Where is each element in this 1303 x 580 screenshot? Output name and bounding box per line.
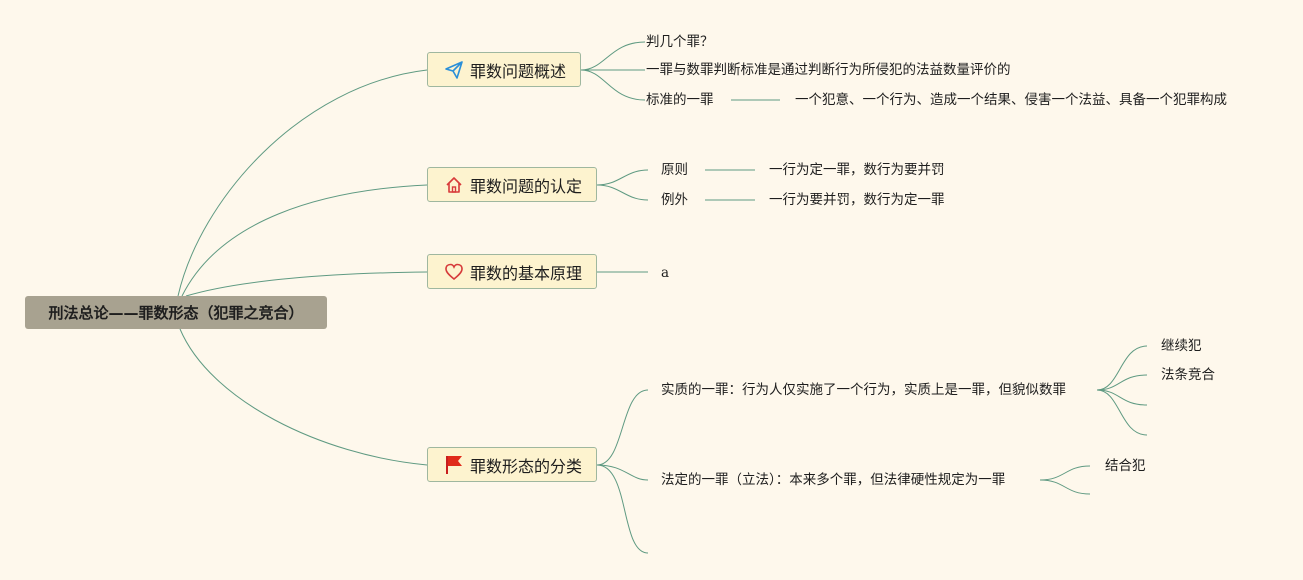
topic-node-determination[interactable]: 罪数问题的认定 <box>427 167 597 202</box>
connector-sub4 <box>1096 389 1148 436</box>
leaf-standard-single-crime[interactable]: 标准的一罪 <box>646 92 714 108</box>
leaf-substantive-single-crime[interactable]: 实质的一罪：行为人仅实施了一个行为，实质上是一罪，但貌似数罪 <box>661 382 1066 398</box>
connector-root-topic3 <box>185 271 428 297</box>
topic-node-overview[interactable]: 罪数问题概述 <box>427 52 581 87</box>
connector-sub2 <box>1096 374 1148 391</box>
connector-sub1 <box>1096 345 1148 391</box>
connector-root-topic2 <box>181 184 428 297</box>
topic-node-principles[interactable]: 罪数的基本原理 <box>427 254 597 289</box>
leaf-a[interactable]: a <box>661 265 670 281</box>
leaf-statute-concurrence[interactable]: 法条竞合 <box>1161 367 1215 383</box>
heart-icon <box>444 262 464 282</box>
topic-label: 罪数的基本原理 <box>470 263 583 283</box>
connector-sub6 <box>1039 479 1091 495</box>
topic-label: 罪数问题概述 <box>470 61 567 81</box>
topic-label: 罪数问题的认定 <box>470 176 583 196</box>
leaf-combined-crime[interactable]: 结合犯 <box>1105 458 1146 474</box>
flag-icon <box>444 455 464 475</box>
connector-t1-c1 <box>580 41 646 71</box>
paper-plane-icon <box>444 60 464 80</box>
leaf-continuing-crime[interactable]: 继续犯 <box>1161 338 1202 354</box>
connector-root-topic4 <box>179 328 428 466</box>
connector-t2-c1 <box>596 169 649 186</box>
root-node[interactable]: 刑法总论——罪数形态（犯罪之竞合） <box>25 296 327 329</box>
topic-label: 罪数形态的分类 <box>470 456 583 476</box>
leaf-judgment-standard[interactable]: 一罪与数罪判断标准是通过判断行为所侵犯的法益数量评价的 <box>646 62 1011 78</box>
leaf-standard-single-crime-detail[interactable]: 一个犯意、一个行为、造成一个结果、侵害一个法益、具备一个犯罪构成 <box>795 92 1227 108</box>
connector-sub3 <box>1096 389 1148 406</box>
leaf-principle-detail[interactable]: 一行为定一罪，数行为要并罚 <box>769 162 945 178</box>
connector-sub5 <box>1039 465 1091 481</box>
connector-t4-c3 <box>596 464 649 554</box>
leaf-exception-detail[interactable]: 一行为要并罚，数行为定一罪 <box>769 192 945 208</box>
connector-t4-c1 <box>596 389 649 466</box>
connector-t1-c3 <box>580 69 646 101</box>
leaf-statutory-single-crime[interactable]: 法定的一罪（立法）：本来多个罪，但法律硬性规定为一罪 <box>661 472 1006 488</box>
leaf-principle[interactable]: 原则 <box>661 162 688 178</box>
connector-t2-c2 <box>596 184 649 201</box>
topic-node-classification[interactable]: 罪数形态的分类 <box>427 447 597 482</box>
leaf-how-many-crimes[interactable]: 判几个罪？ <box>646 34 714 50</box>
connector-root-topic1 <box>177 69 428 297</box>
connector-t4-c2 <box>596 464 649 481</box>
leaf-exception[interactable]: 例外 <box>661 192 688 208</box>
house-icon <box>444 175 464 195</box>
